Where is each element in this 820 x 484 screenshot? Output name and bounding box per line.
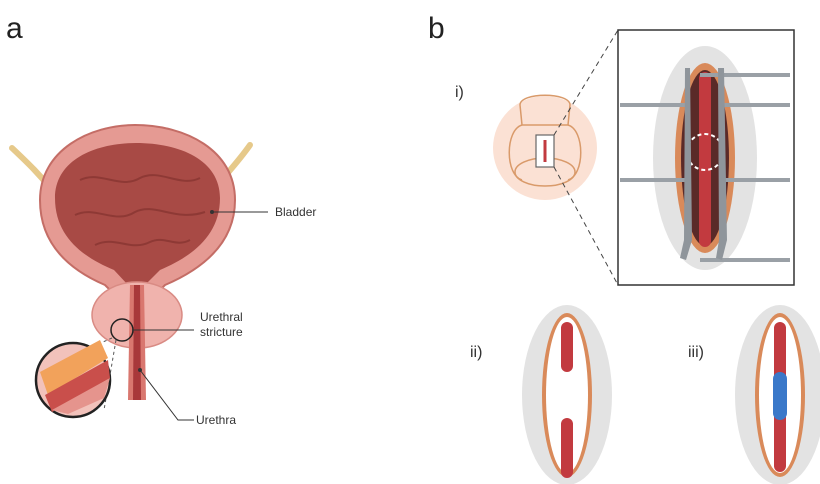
bladder-anatomy bbox=[12, 125, 250, 417]
subpanel-i-label: i) bbox=[455, 84, 464, 101]
step-ii-illustration bbox=[522, 305, 612, 484]
urethra-lumen bbox=[133, 285, 141, 400]
label-bladder: Bladder bbox=[275, 205, 316, 219]
graft-implant bbox=[773, 372, 787, 420]
subpanel-ii-label: ii) bbox=[470, 344, 482, 361]
subpanel-iii-label: iii) bbox=[688, 344, 704, 361]
urethra-distal-end bbox=[561, 418, 573, 478]
bladder-leader-dot bbox=[210, 210, 214, 214]
urethra-strip bbox=[699, 72, 711, 247]
zoom-line-lower bbox=[554, 167, 618, 285]
label-urethra: Urethra bbox=[196, 413, 236, 427]
label-stricture-line2: stricture bbox=[200, 325, 243, 339]
stricture-zoom-inset bbox=[36, 340, 110, 417]
urethra-leader-line bbox=[140, 370, 194, 420]
step-iii-illustration bbox=[735, 305, 820, 484]
label-stricture-line1: Urethral bbox=[200, 310, 243, 324]
perineum-illustration bbox=[493, 95, 597, 200]
urethra-leader-dot bbox=[138, 368, 142, 372]
panel-a-letter: a bbox=[6, 12, 23, 45]
surgical-field-view bbox=[618, 30, 794, 285]
panel-b-letter: b bbox=[428, 12, 445, 45]
urethra-proximal-end bbox=[561, 322, 573, 372]
